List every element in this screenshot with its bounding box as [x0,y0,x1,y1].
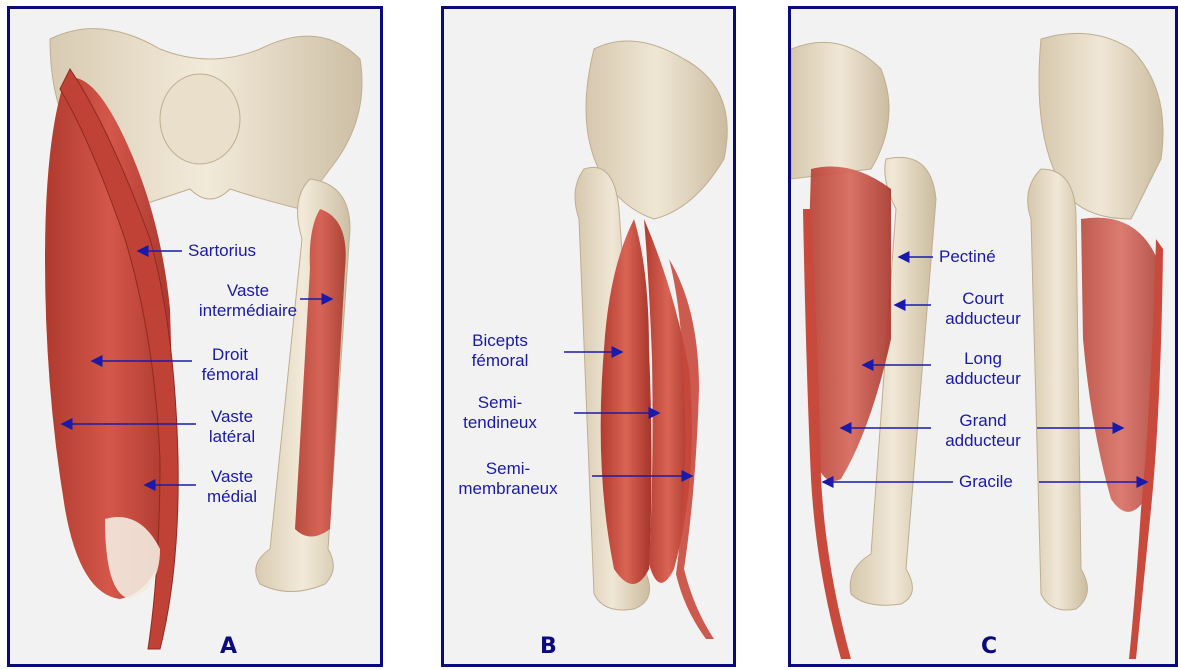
label-court-adducteur: Court adducteur [936,289,1030,329]
label-long-adducteur: Long adducteur [936,349,1030,389]
label-sartorius: Sartorius [188,241,256,261]
label-line: tendineux [458,413,542,433]
panel-b-ischio-jambiers: Bicepts fémoral Semi- tendineux Semi- me… [441,6,736,667]
label-line: Droit [200,345,260,365]
label-gracile: Gracile [959,472,1013,492]
label-line: Semi- [458,393,542,413]
panel-letter-c: C [981,634,997,659]
label-line: adducteur [936,309,1030,329]
adductors-illustration [791,9,1178,667]
label-vaste-lateral: Vaste latéral [202,407,262,447]
femur-right-shape [1028,169,1088,610]
label-vaste-intermediaire: Vaste intermédiaire [188,281,308,321]
label-line: Semi- [458,459,558,479]
label-line: fémoral [460,351,540,371]
quadriceps-illustration [10,9,383,667]
panel-letter-b: B [540,634,557,659]
label-line: membraneux [458,479,558,499]
label-line: Vaste [202,467,262,487]
label-biceps-femoral: Bicepts fémoral [460,331,540,371]
label-line: Vaste [188,281,308,301]
panel-a-quadriceps: Sartorius Vaste intermédiaire Droit fémo… [7,6,383,667]
label-line: Court [936,289,1030,309]
label-vaste-medial: Vaste médial [202,467,262,507]
label-semi-membraneux: Semi- membraneux [458,459,558,499]
panel-letter-a: A [220,634,237,659]
label-line: Vaste [202,407,262,427]
label-semi-tendineux: Semi- tendineux [458,393,542,433]
label-line: adducteur [936,369,1030,389]
label-droit-femoral: Droit fémoral [200,345,260,385]
label-pectine: Pectiné [939,247,996,267]
label-grand-adducteur: Grand adducteur [936,411,1030,451]
label-line: latéral [202,427,262,447]
pelvis-left-shape [791,42,889,179]
adductor-mass-left-shape [809,167,891,482]
label-line: Grand [936,411,1030,431]
label-line: fémoral [200,365,260,385]
label-line: Long [936,349,1030,369]
label-line: Bicepts [460,331,540,351]
label-line: intermédiaire [188,301,308,321]
panel-c-adducteurs: Pectiné Court adducteur Long adducteur G… [788,6,1178,667]
label-line: médial [202,487,262,507]
label-line: adducteur [936,431,1030,451]
